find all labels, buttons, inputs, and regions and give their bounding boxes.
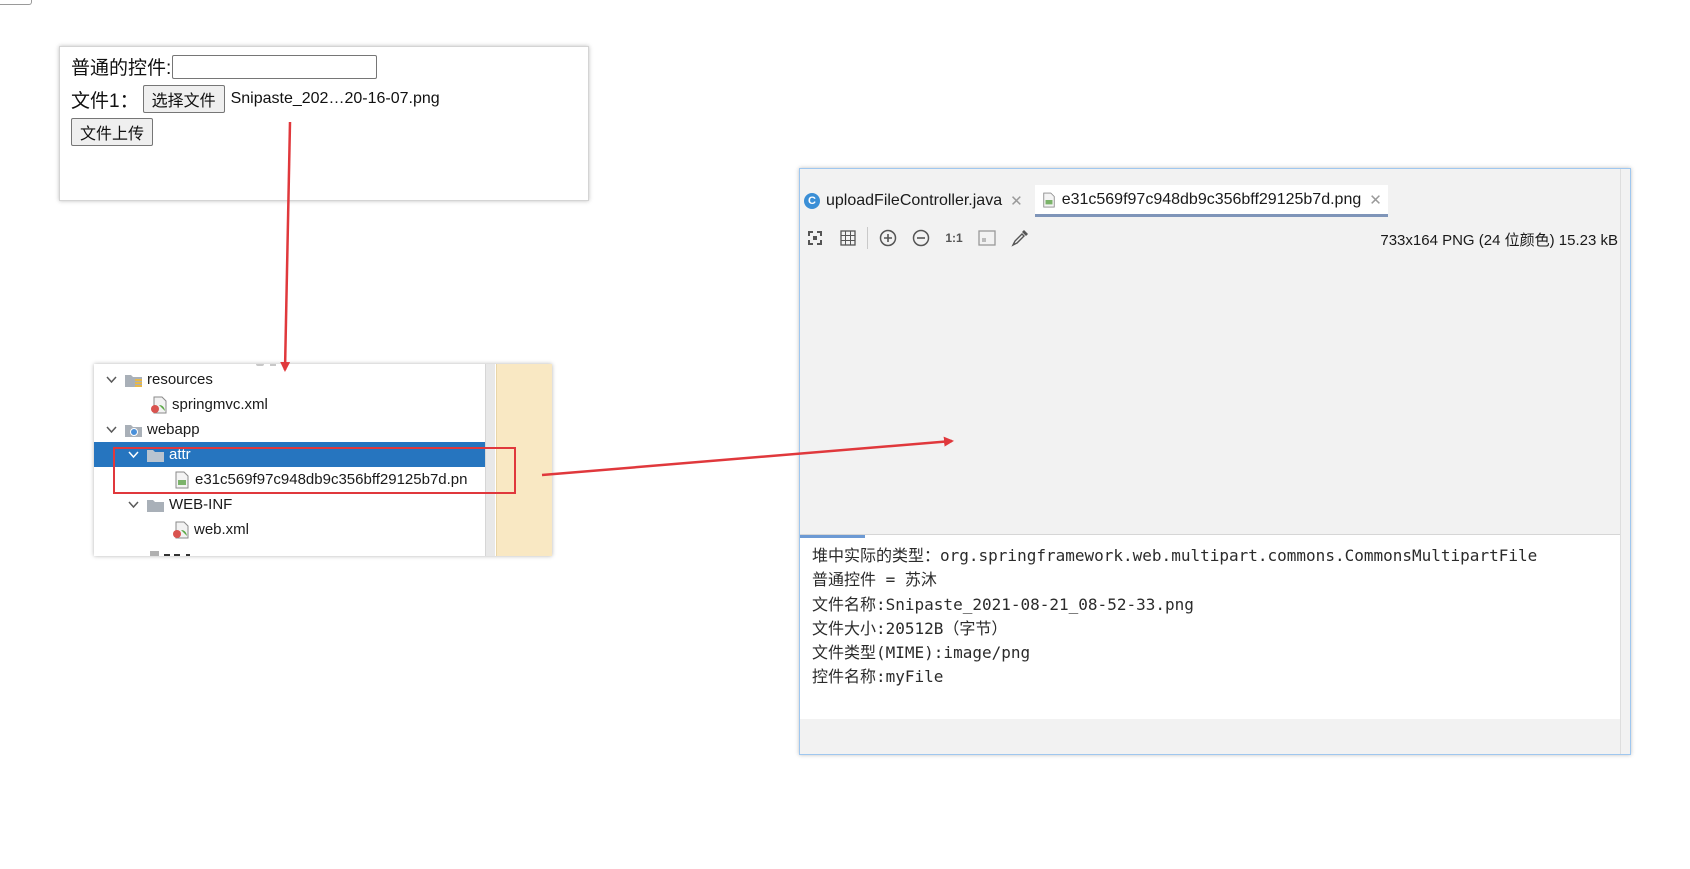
file-field-label: 文件1：	[71, 90, 139, 112]
image-file-icon	[172, 471, 192, 489]
side-strip	[1620, 169, 1630, 754]
tree-item-label: attr	[169, 446, 191, 463]
console-line: 普通控件 = 苏沐	[812, 570, 937, 589]
close-icon[interactable]: ✕	[1369, 191, 1382, 209]
submit-row: 文件上传	[71, 118, 154, 146]
grid-icon[interactable]	[835, 225, 861, 251]
tree-item-label: web.xml	[194, 521, 250, 538]
chevron-down-icon[interactable]	[104, 367, 118, 392]
background-icon[interactable]	[974, 225, 1000, 251]
console-line: 文件名称:Snipaste_2021-08-21_08-52-33.png	[812, 595, 1194, 614]
tree-item-web-inf[interactable]: WEB-INF	[94, 492, 485, 517]
tree-item-label: resources	[147, 371, 213, 388]
resources-folder-icon	[124, 371, 144, 389]
image-file-icon	[1039, 191, 1059, 209]
xml-file-icon	[171, 521, 191, 539]
tree-item-attr[interactable]: attr	[94, 442, 485, 467]
tab-label: uploadFileController.java	[826, 192, 1003, 209]
tree-item-uploaded-png[interactable]: e31c569f97c948db9c356bff29125b7d.pn	[94, 467, 485, 492]
tree-item-label: e31c569f97c948db9c356bff29125b7d.pn	[195, 471, 468, 488]
tree-item-label: WEB-INF	[169, 496, 233, 513]
tab-png-image[interactable]: e31c569f97c948db9c356bff29125b7d.png ✕	[1034, 185, 1388, 217]
console-line: 文件类型(MIME):image/png	[812, 643, 1031, 662]
zoom-in-icon[interactable]	[875, 225, 901, 251]
folder-icon	[146, 446, 166, 464]
fit-to-window-icon[interactable]	[802, 225, 828, 251]
normal-field-label: 普通的控件:	[71, 58, 172, 79]
scrolled-row-fragment	[150, 551, 190, 556]
tree-item-web-xml[interactable]: web.xml	[94, 517, 485, 542]
file-field-row: 文件1： 选择文件 Snipaste_202…20-16-07.png	[71, 85, 440, 113]
ide-image-viewer: C uploadFileController.java ✕ e31c569f97…	[799, 168, 1631, 755]
console-line: 堆中实际的类型：org.springframework.web.multipar…	[812, 546, 1538, 565]
console-line: 文件大小:20512B（字节）	[812, 619, 1008, 638]
image-toolbar: 1:1	[800, 223, 1630, 253]
folder-icon	[146, 496, 166, 514]
upload-form: 普通的控件: 文件1： 选择文件 Snipaste_202…20-16-07.p…	[59, 46, 589, 201]
console-output: 堆中实际的类型：org.springframework.web.multipar…	[800, 534, 1620, 720]
color-picker-icon[interactable]	[1007, 225, 1033, 251]
choose-file-button[interactable]: 选择文件	[142, 85, 225, 113]
normal-field-input[interactable]	[172, 54, 378, 79]
tree-item-webapp[interactable]: webapp	[94, 417, 485, 442]
image-info: 733x164 PNG (24 位颜色) 15.23 kB	[1380, 232, 1618, 249]
tree-scrollbar[interactable]	[485, 364, 495, 556]
tree-item-resources[interactable]: resources	[94, 367, 485, 392]
chevron-down-icon[interactable]	[126, 492, 140, 517]
chevron-down-icon[interactable]	[126, 442, 140, 467]
tree-item-label: springmvc.xml	[172, 396, 268, 413]
close-icon[interactable]: ✕	[1010, 193, 1023, 210]
java-class-icon: C	[804, 193, 820, 209]
tree-item-label: webapp	[147, 421, 200, 438]
editor-tab-bar: C uploadFileController.java ✕ e31c569f97…	[800, 185, 1630, 217]
chevron-down-icon[interactable]	[104, 417, 118, 442]
xml-file-icon	[149, 396, 169, 414]
chosen-file-name: Snipaste_202…20-16-07.png	[230, 90, 440, 107]
highlight-box	[113, 447, 516, 494]
scrolled-row-fragment	[256, 364, 276, 366]
web-folder-icon	[124, 421, 144, 439]
console-line: 控件名称:myFile	[812, 667, 944, 686]
window-corner	[0, 0, 32, 5]
project-tree: resources springmvc.xml webapp attr	[94, 364, 552, 556]
normal-field-row: 普通的控件:	[71, 53, 378, 80]
tree-item-springmvc-xml[interactable]: springmvc.xml	[94, 392, 485, 417]
actual-size-icon[interactable]: 1:1	[945, 231, 963, 245]
zoom-out-icon[interactable]	[908, 225, 934, 251]
tab-label: e31c569f97c948db9c356bff29125b7d.png	[1061, 190, 1362, 208]
tab-upload-controller[interactable]: C uploadFileController.java ✕	[800, 185, 1029, 217]
upload-submit-button[interactable]: 文件上传	[71, 118, 154, 146]
